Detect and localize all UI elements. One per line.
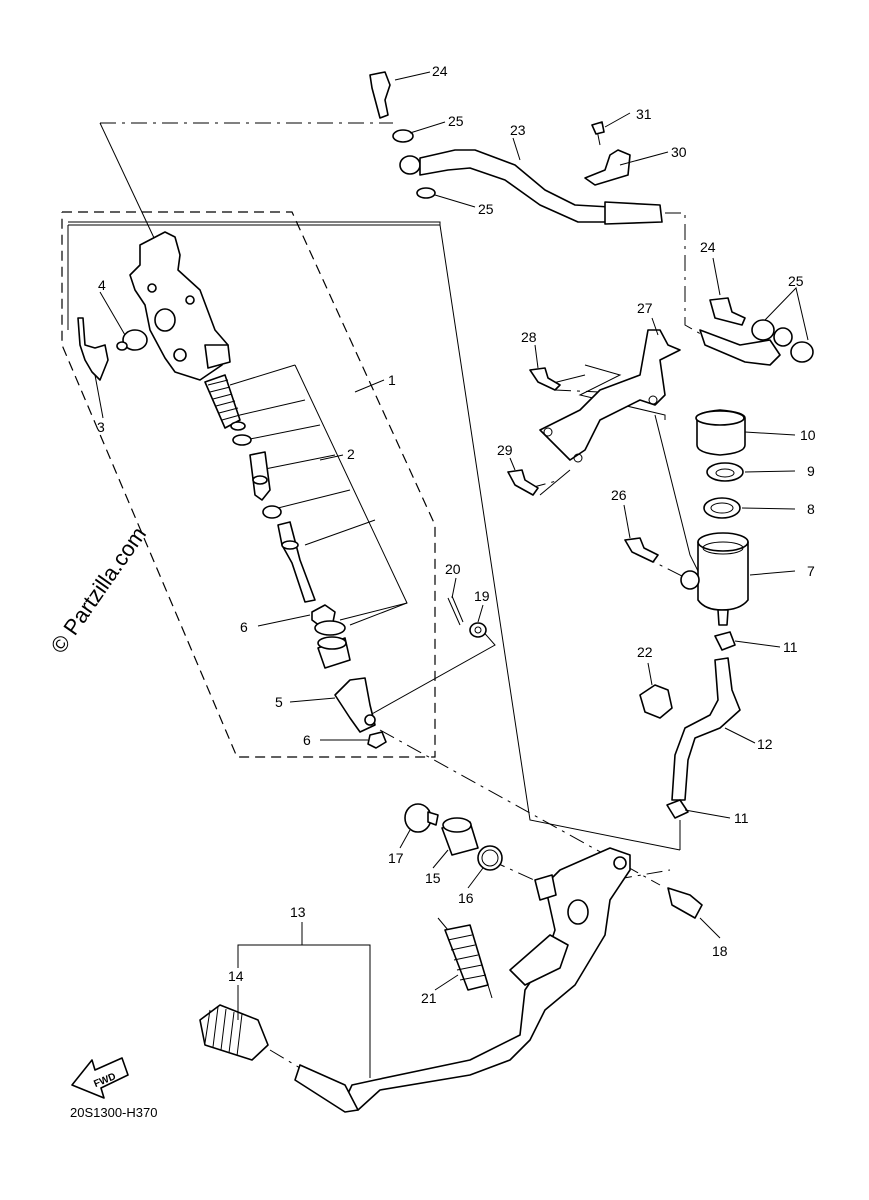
callout-3: 3	[97, 419, 105, 435]
bleeder-screw	[77, 317, 109, 381]
spring	[204, 374, 241, 429]
callout-22: 22	[637, 644, 653, 660]
nut-lower	[367, 731, 387, 749]
callout-14: 14	[228, 968, 244, 984]
washer-19	[469, 622, 487, 638]
callout-16: 16	[458, 890, 474, 906]
callout-8: 8	[807, 501, 815, 517]
callout-15: 15	[425, 870, 441, 886]
footrest	[199, 1004, 269, 1061]
master-cylinder-body	[129, 231, 231, 381]
reservoir-cap	[695, 409, 746, 456]
union-bolt-right	[709, 297, 746, 326]
hose-end	[699, 319, 814, 366]
brake-hose	[399, 149, 663, 225]
callout-28: 28	[521, 329, 537, 345]
gasket-lower	[416, 187, 436, 199]
pin-18	[667, 887, 703, 919]
callout-6a: 6	[240, 619, 248, 635]
callouts: 1 2 3 4 5 6 6 7 8 9 10 11 11 12 13 14 15…	[97, 63, 816, 1006]
pin-17	[404, 803, 439, 833]
callout-25b: 25	[478, 201, 494, 217]
joint	[334, 677, 376, 733]
diaphragm-plate	[706, 462, 744, 482]
piston-kit	[230, 421, 316, 603]
callout-25a: 25	[448, 113, 464, 129]
callout-17: 17	[388, 850, 404, 866]
callout-7: 7	[807, 563, 815, 579]
gasket-upper	[392, 129, 414, 143]
callout-18: 18	[712, 943, 728, 959]
callout-29: 29	[497, 442, 513, 458]
callout-2: 2	[347, 446, 355, 462]
callout-21: 21	[421, 990, 437, 1006]
reservoir-hose	[671, 657, 741, 801]
callout-31: 31	[636, 106, 652, 122]
callout-26: 26	[611, 487, 627, 503]
callout-24b: 24	[700, 239, 716, 255]
callout-10: 10	[800, 427, 816, 443]
hose-clamp	[584, 121, 631, 186]
callout-30: 30	[671, 144, 687, 160]
diaphragm	[703, 497, 741, 519]
bolt-28	[529, 367, 561, 391]
callout-4: 4	[98, 277, 106, 293]
diagram-code: 20S1300-H370	[70, 1105, 157, 1120]
master-cylinder-kit-outline	[61, 211, 681, 851]
callout-leaders	[94, 71, 809, 1078]
callout-19: 19	[474, 588, 490, 604]
callout-11a: 11	[783, 639, 798, 655]
bleeder-cap	[116, 329, 148, 351]
hose-clip-upper	[714, 631, 736, 651]
callout-13: 13	[290, 904, 306, 920]
return-spring	[437, 917, 493, 999]
reservoir-bracket	[539, 329, 681, 463]
oring-16	[477, 845, 503, 871]
hose-clip-lower	[666, 799, 689, 819]
callout-11b: 11	[734, 810, 749, 826]
bolt-29	[507, 469, 539, 496]
callout-20: 20	[445, 561, 461, 577]
leader-lines	[99, 122, 721, 1069]
hose-holder	[639, 684, 673, 719]
callout-12: 12	[757, 736, 773, 752]
callout-9: 9	[807, 463, 815, 479]
callout-6b: 6	[303, 732, 311, 748]
boot	[314, 620, 351, 669]
union-bolt-top	[369, 71, 391, 119]
reservoir-tank	[680, 532, 749, 626]
callout-5: 5	[275, 694, 283, 710]
watermark: © Partzilla.com	[46, 522, 152, 658]
callout-24a: 24	[432, 63, 448, 79]
callout-27: 27	[637, 300, 653, 316]
bolt-26	[624, 537, 659, 563]
cotter-pin	[447, 595, 464, 626]
callout-1: 1	[388, 372, 396, 388]
callout-25c: 25	[788, 273, 804, 289]
brake-pedal	[294, 847, 631, 1113]
bushing-15	[441, 817, 479, 856]
callout-23: 23	[510, 122, 526, 138]
fwd-arrow-icon: FWD	[71, 1057, 129, 1099]
